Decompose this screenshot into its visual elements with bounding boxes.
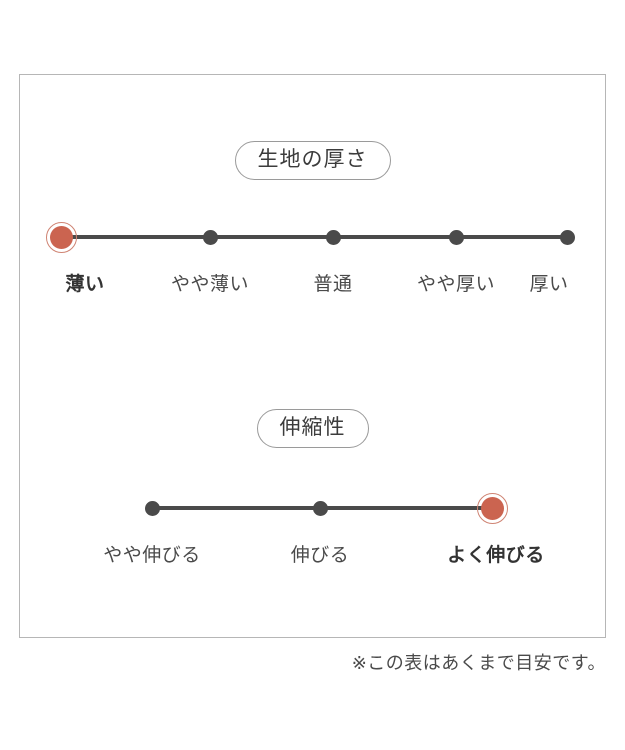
thickness-label-3: やや厚い xyxy=(416,274,496,295)
section-thickness-title-row: 生地の厚さ xyxy=(20,141,605,180)
thickness-dot-1[interactable] xyxy=(203,230,218,245)
spec-panel: 生地の厚さ 薄い やや薄い 普通 やや厚い 厚い 伸縮性 やや伸びる 伸びる よ… xyxy=(19,74,606,638)
section-stretch-title-row: 伸縮性 xyxy=(20,409,605,448)
thickness-label-2: 普通 xyxy=(313,274,353,295)
thickness-label-0: 薄い xyxy=(65,274,105,295)
stretch-dot-0[interactable] xyxy=(145,501,160,516)
thickness-dot-2[interactable] xyxy=(326,230,341,245)
thickness-label-4: 厚い xyxy=(529,274,569,295)
stretch-dot-1[interactable] xyxy=(313,501,328,516)
footnote-disclaimer: ※この表はあくまで目安です。 xyxy=(351,653,606,673)
stretch-dot-2[interactable] xyxy=(477,493,508,524)
stretch-label-0: やや伸びる xyxy=(103,545,201,566)
section-title-pill-thickness: 生地の厚さ xyxy=(234,141,391,180)
thickness-dot-3[interactable] xyxy=(449,230,464,245)
stretch-label-2: よく伸びる xyxy=(447,545,545,566)
stretch-label-1: 伸びる xyxy=(290,545,350,566)
section-title-pill-stretch: 伸縮性 xyxy=(256,409,369,448)
thickness-label-1: やや薄い xyxy=(170,274,250,295)
thickness-dot-0[interactable] xyxy=(46,222,77,253)
thickness-track xyxy=(61,235,567,239)
thickness-dot-4[interactable] xyxy=(560,230,575,245)
